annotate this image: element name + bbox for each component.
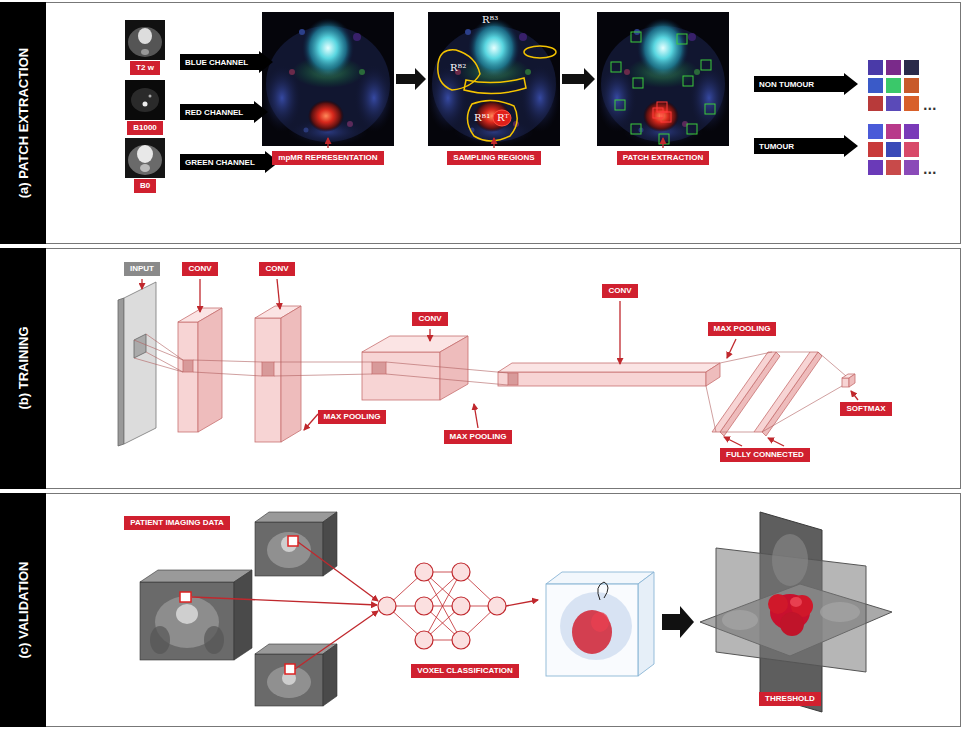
channel-arrow: RED CHANNEL <box>180 101 268 123</box>
channel-arrow: BLUE CHANNEL <box>180 51 273 73</box>
region-label: Rᴮ² <box>450 62 466 74</box>
channel-arrow: NON TUMOUR <box>754 73 858 95</box>
label-text: FULLY CONNECTED <box>726 450 804 459</box>
channel-arrow: GREEN CHANNEL <box>180 151 279 173</box>
image-panel: SAMPLING REGIONS <box>428 12 560 146</box>
image-panel: mpMR REPRESENTATION <box>262 12 394 146</box>
label-text: MAX POOLING <box>714 324 771 333</box>
arrow-body <box>754 135 858 157</box>
label-box: INPUT <box>124 262 160 276</box>
caption-text: SAMPLING REGIONS <box>453 153 534 162</box>
arrow-body <box>754 73 858 95</box>
ellipsis: ... <box>923 100 937 112</box>
label-text: CONV <box>608 286 631 295</box>
region-label: Rᴮ¹ <box>474 112 490 124</box>
arrow-body <box>180 151 279 173</box>
label-text: MAX POOLING <box>324 412 381 421</box>
caption-box: PATCH EXTRACTION <box>617 151 710 165</box>
arrow-body <box>180 51 273 73</box>
panel: (b) TRAINING INPUT CONV CONV MAX POOLING CONV… <box>0 248 961 488</box>
flow-arrow <box>396 68 426 90</box>
label-text: B0 <box>140 181 150 190</box>
region-label: Rᵀ <box>497 112 509 124</box>
label-box: THRESHOLD <box>759 692 821 706</box>
caption-text: mpMR REPRESENTATION <box>278 153 377 162</box>
ellipsis: ... <box>923 164 937 176</box>
flow-arrow <box>562 68 595 90</box>
label-box: B1000 <box>127 121 163 135</box>
label-text: THRESHOLD <box>765 694 815 703</box>
label-box: CONV <box>602 284 637 298</box>
image-panel: PATCH EXTRACTION <box>597 12 729 146</box>
arrow-body <box>180 101 268 123</box>
label-text: CONV <box>418 314 441 323</box>
panel-title: (c) VALIDATION <box>16 561 31 658</box>
caption-box: mpMR REPRESENTATION <box>272 151 383 165</box>
label-box: CONV <box>259 262 294 276</box>
label-box: B0 <box>134 179 156 193</box>
label-box: CONV <box>182 262 217 276</box>
label-box: MAX POOLING <box>318 410 387 424</box>
label-box: MAX POOLING <box>708 322 777 336</box>
channel-arrow: TUMOUR <box>754 135 858 157</box>
label-box: PATIENT IMAGING DATA <box>124 516 230 530</box>
label-text: T2 w <box>136 63 154 72</box>
label-box: MAX POOLING <box>444 430 513 444</box>
label-box: T2 w <box>130 61 160 75</box>
caption-box: SAMPLING REGIONS <box>447 151 540 165</box>
label-box: CONV <box>412 312 447 326</box>
label-text: SOFTMAX <box>846 404 885 413</box>
panel-title: (a) PATCH EXTRACTION <box>16 47 31 197</box>
caption-text: PATCH EXTRACTION <box>623 153 704 162</box>
arrow-text: TUMOUR <box>754 136 794 158</box>
arrow-text: GREEN CHANNEL <box>180 152 255 174</box>
label-text: MAX POOLING <box>450 432 507 441</box>
arrow-text: RED CHANNEL <box>180 102 243 124</box>
label-text: INPUT <box>130 264 154 273</box>
arrow-text: NON TUMOUR <box>754 74 814 96</box>
label-text: B1000 <box>133 123 157 132</box>
panel: (c) VALIDATION PATIENT IMAGING DATA VOXEL … <box>0 493 961 727</box>
panel-title: (b) TRAINING <box>16 326 31 409</box>
arrow-text: BLUE CHANNEL <box>180 52 248 74</box>
label-text: CONV <box>188 264 211 273</box>
label-text: VOXEL CLASSIFICATION <box>417 666 513 675</box>
label-box: VOXEL CLASSIFICATION <box>411 664 519 678</box>
label-box: SOFTMAX <box>840 402 891 416</box>
region-label: Rᴮ³ <box>482 14 498 26</box>
label-box: FULLY CONNECTED <box>720 448 810 462</box>
label-text: PATIENT IMAGING DATA <box>130 518 224 527</box>
label-text: CONV <box>265 264 288 273</box>
